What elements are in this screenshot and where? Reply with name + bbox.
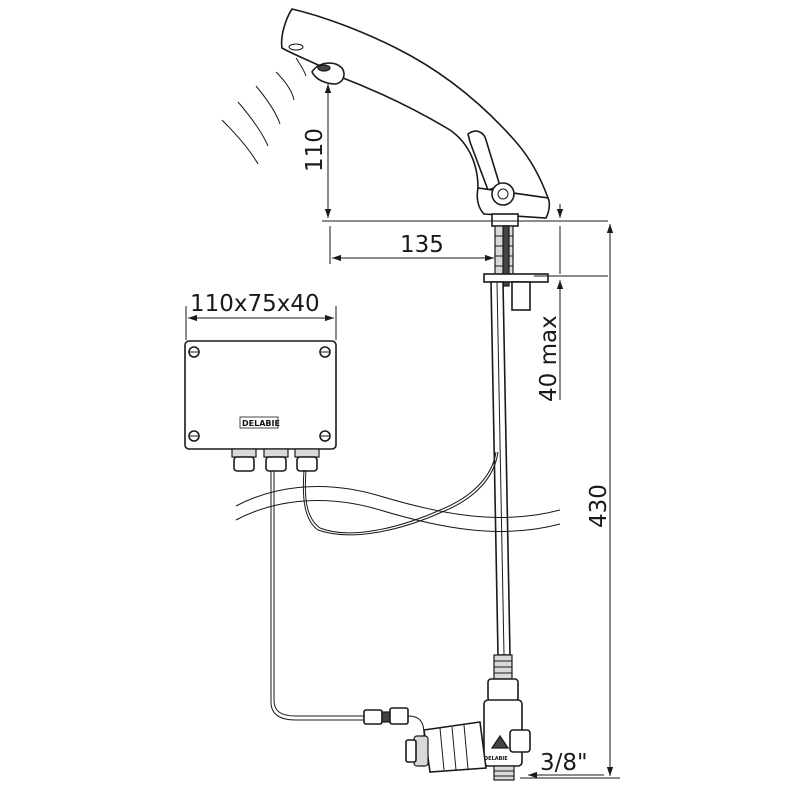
dimension-label-135: 135 <box>400 232 444 258</box>
sensor-cable <box>304 451 497 534</box>
cable-connector <box>363 707 425 742</box>
dimension-label-3-8: 3/8" <box>540 750 588 776</box>
cable-glands <box>231 448 320 472</box>
dimension-box-size: 110x75x40 <box>185 291 337 340</box>
section-break-lines <box>235 486 561 532</box>
tap-spout <box>280 8 551 227</box>
dimension-label-110: 110 <box>302 128 328 172</box>
dimension-overall-height: 430 <box>520 224 620 779</box>
dimension-connection: 3/8" <box>528 750 604 779</box>
dimension-deck-thickness: 40 max <box>534 204 608 402</box>
valve-brand-logo: DELABIE <box>484 756 508 762</box>
dimension-label-box: 110x75x40 <box>190 291 320 317</box>
dimension-spout-reach: 135 <box>329 226 494 264</box>
box-brand-logo: DELABIE <box>242 419 280 428</box>
box-screws <box>188 346 331 442</box>
solenoid-cable <box>273 471 364 717</box>
dimension-label-430: 430 <box>586 484 612 528</box>
dimension-label-40-max: 40 max <box>536 315 562 402</box>
solenoid-valve: DELABIE <box>405 678 531 781</box>
dimension-spout-height: 110 <box>302 84 608 222</box>
electronic-control-box: DELABIE <box>184 340 337 472</box>
mounting-shank <box>483 225 549 680</box>
sensor-waves <box>221 57 307 165</box>
